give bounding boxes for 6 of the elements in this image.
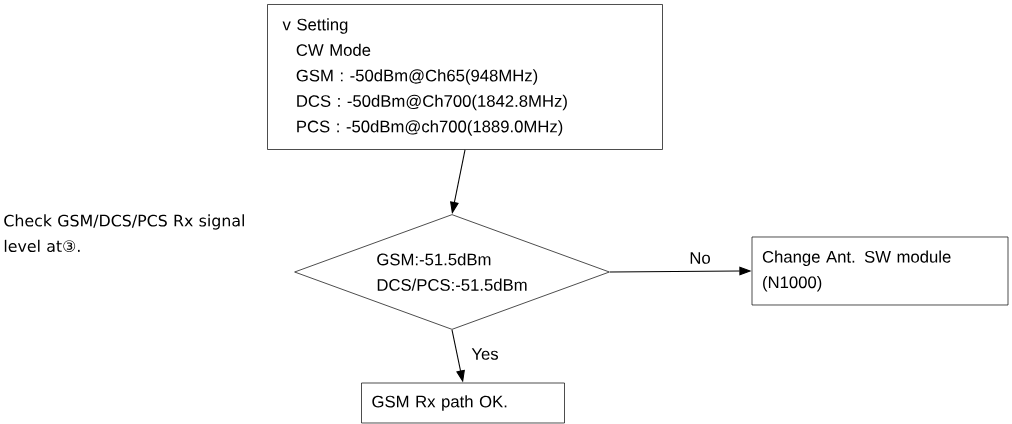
edge-label: Yes <box>469 346 501 362</box>
process-box: GSM Rx path OK. <box>361 382 565 424</box>
edge-label: No <box>687 250 713 266</box>
setting-box: v Setting CW Mode GSM : -50dBm@Ch65(948MHz) DCS : -50dBm@Ch700(1842.8MHz) PCS : -50dBm@ch700(1889.0MHz) <box>267 4 663 150</box>
process-box: Change Ant. SW module (N1000) <box>751 236 1009 306</box>
note-text: Check GSM/DCS/PCS Rx signal level at③. <box>4 214 244 253</box>
